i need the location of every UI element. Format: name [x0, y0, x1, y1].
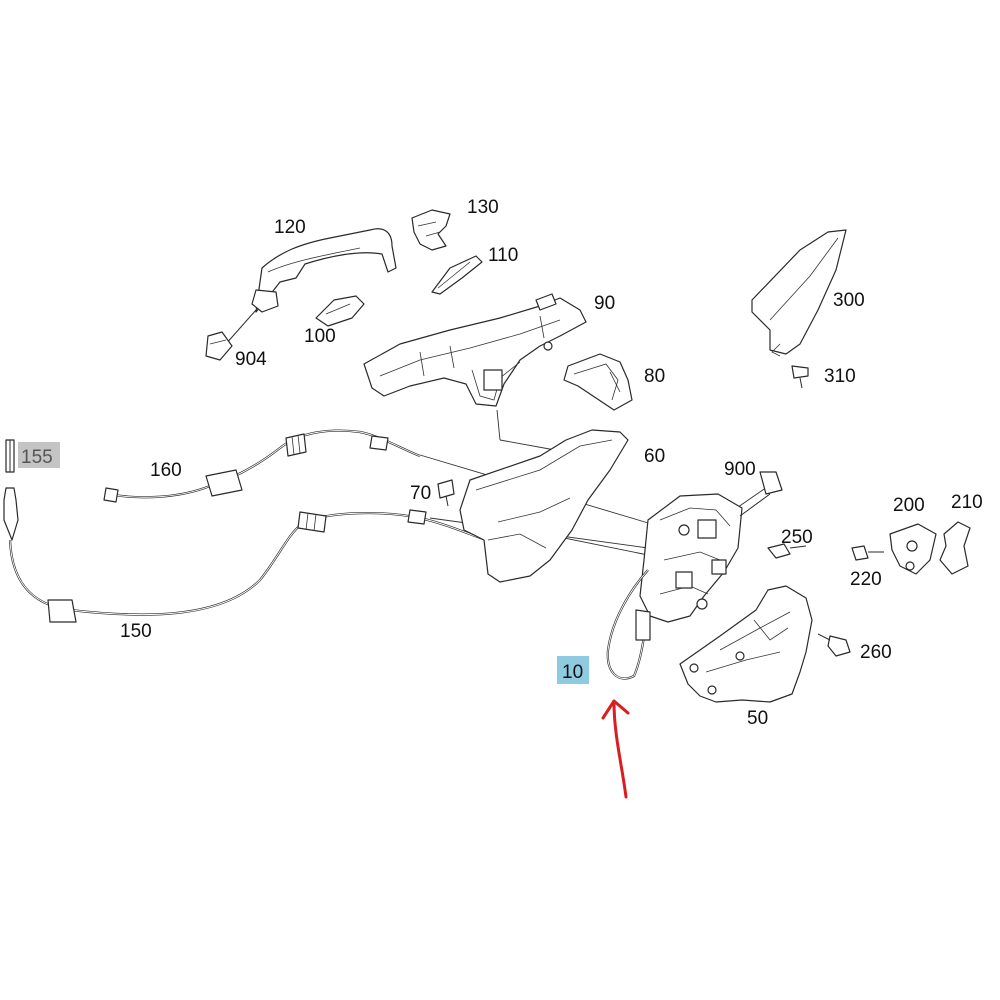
label-155: 155 [21, 447, 53, 468]
label-300: 300 [833, 290, 865, 311]
label-310: 310 [824, 366, 856, 387]
label-220: 220 [850, 569, 882, 590]
part-100-seal [315, 295, 365, 327]
part-50-lock-carrier [679, 585, 813, 703]
label-10: 10 [562, 662, 583, 683]
label-900: 900 [724, 459, 756, 480]
label-110: 110 [488, 245, 518, 266]
part-150-bowden-cable [3, 487, 501, 623]
label-260: 260 [860, 642, 892, 663]
part-60-bracket [459, 429, 629, 583]
part-130-end-cap [411, 209, 451, 251]
label-160: 160 [150, 460, 182, 481]
part-labels: 120 130 110 100 904 90 80 300 310 155 16… [21, 197, 983, 729]
part-310-clip [791, 365, 809, 389]
part-155-pin [5, 439, 15, 473]
label-60: 60 [644, 446, 665, 467]
part-200-striker [889, 523, 937, 575]
label-200: 200 [893, 495, 925, 516]
part-70-screw [437, 479, 455, 507]
part-90-handle-carrier [363, 293, 587, 407]
label-100: 100 [304, 326, 336, 347]
part-80-cover [563, 353, 633, 411]
label-250: 250 [781, 527, 813, 548]
label-90: 90 [594, 293, 615, 314]
part-300-protective-shell [751, 229, 847, 357]
part-210-cover [939, 521, 971, 575]
part-160-bowden-cable [103, 429, 421, 503]
label-80: 80 [644, 366, 665, 387]
part-260-bolt [817, 633, 851, 657]
red-arrow-icon [601, 699, 630, 799]
label-130: 130 [467, 197, 499, 218]
label-210: 210 [951, 492, 983, 513]
label-120: 120 [274, 217, 306, 238]
part-900-connector [739, 471, 783, 517]
label-50: 50 [747, 708, 768, 729]
label-150: 150 [120, 621, 152, 642]
part-120-outer-handle [205, 228, 397, 361]
part-10-door-lock [606, 493, 743, 680]
part-220-bolt [851, 545, 884, 561]
label-904: 904 [235, 349, 267, 370]
label-155-highlight [18, 442, 60, 468]
part-110-gasket [431, 255, 483, 295]
label-70: 70 [410, 483, 431, 504]
part-250-bolt [767, 543, 807, 559]
label-10-highlight [557, 656, 589, 684]
